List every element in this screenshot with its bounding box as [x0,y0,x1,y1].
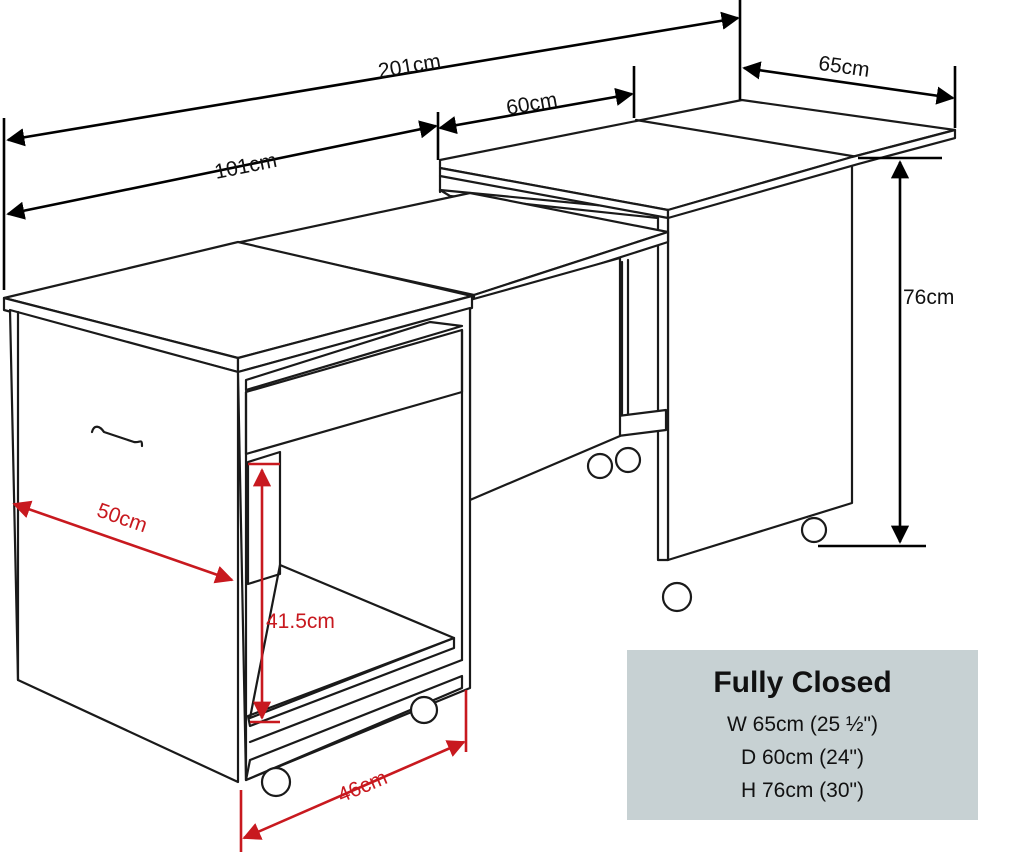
dimension-line-201 [6,11,740,147]
right-unit [438,98,957,613]
spec-title: Fully Closed [713,666,892,699]
dimension-line-46 [242,740,466,840]
spec-width: W 65cm (25 ½") [727,713,878,736]
spec-height: H 76cm (30") [741,779,864,802]
label-60cm: 60cm [505,88,560,120]
left-cabinet [2,240,474,798]
dimension-line-101 [6,120,438,220]
extension-panel [234,191,670,502]
label-41-5cm: 41.5cm [266,610,335,633]
label-201cm: 201cm [377,50,443,83]
dimension-line-50 [12,500,234,584]
dimension-line-65 [742,61,955,105]
label-65cm: 65cm [817,52,871,82]
spec-depth: D 60cm (24") [741,746,864,769]
label-76cm: 76cm [903,286,954,309]
fully-closed-spec-box: Fully Closed W 65cm (25 ½") D 60cm (24")… [627,650,978,820]
label-46cm: 46cm [334,766,390,807]
label-101cm: 101cm [213,149,279,184]
dimension-line-60 [438,87,634,135]
